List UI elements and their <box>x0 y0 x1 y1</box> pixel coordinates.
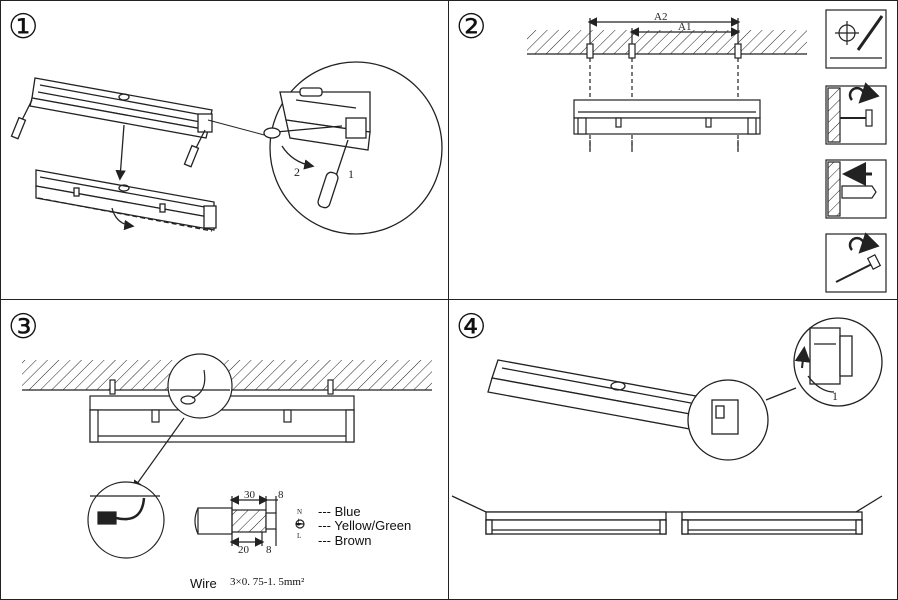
wire-blue-label: --- Blue <box>318 504 361 519</box>
dimension-a2: A2 <box>654 11 667 23</box>
p1-num-2: 2 <box>294 165 300 179</box>
panel1-drawing <box>10 61 443 235</box>
wire-yellow-green-label: --- Yellow/Green <box>318 518 412 533</box>
wire-spec: 3×0. 75-1. 5mm² <box>230 576 305 588</box>
step-number-2: ② <box>456 7 487 47</box>
terminal-n: N <box>297 508 302 516</box>
zoom-detail-1 <box>263 87 371 209</box>
ground-symbol: ⏚ <box>294 518 304 528</box>
step-number-4: ④ <box>456 307 487 347</box>
dimension-a1: A1 <box>678 21 691 33</box>
step-number-1: ① <box>8 7 39 47</box>
p1-num-1: 1 <box>348 167 354 181</box>
fixture-lower <box>35 169 217 232</box>
dimension-8-bottom: 8 <box>266 544 272 556</box>
step-number-3: ③ <box>8 307 39 347</box>
panel2-drawing <box>527 9 887 293</box>
wall-anchor-icon <box>827 161 877 217</box>
dimension-30: 30 <box>244 489 256 501</box>
panel3-drawing <box>22 353 432 559</box>
icon-mark-drill-box <box>825 9 887 69</box>
terminal-l: L <box>297 532 301 540</box>
crosshair-pencil-icon <box>830 15 884 59</box>
fixture-upper <box>29 77 213 139</box>
screw-rotate-icon <box>835 232 882 283</box>
panel4-drawing <box>451 317 883 535</box>
screw-in-wall-icon <box>827 82 880 143</box>
wire-label: Wire <box>190 576 217 591</box>
dimension-20: 20 <box>238 544 250 556</box>
dimension-8-top: 8 <box>278 489 284 501</box>
wire-brown-label: --- Brown <box>318 533 372 548</box>
p4-num-1: 1 <box>832 389 838 403</box>
